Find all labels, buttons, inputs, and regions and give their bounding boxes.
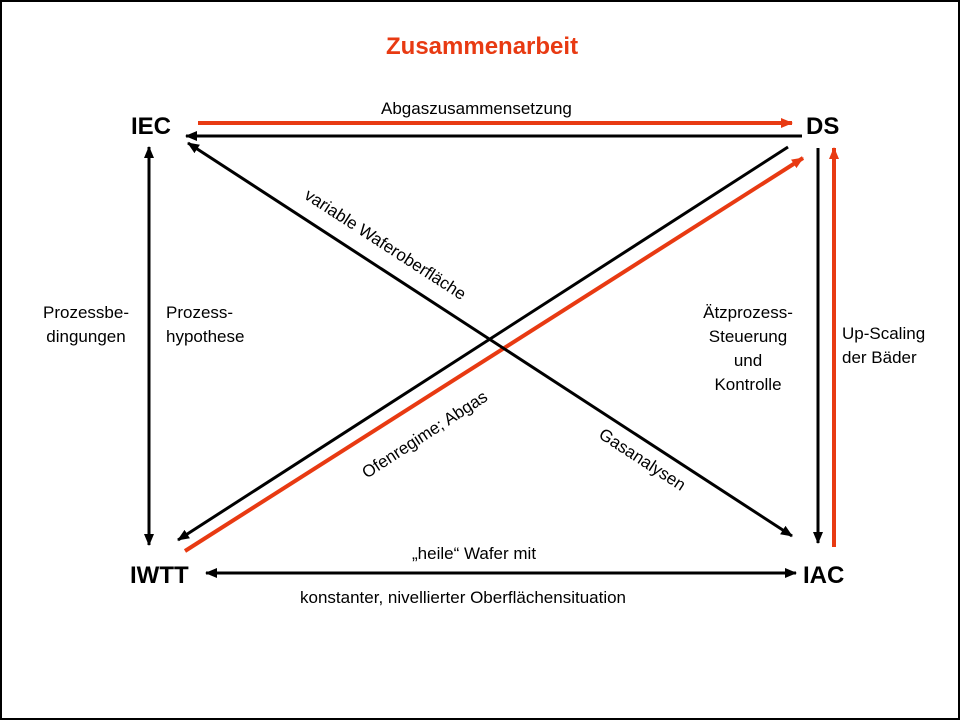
node-iec: IEC [131,113,172,140]
label-abgaszusammensetzung: Abgaszusammensetzung [381,99,572,118]
label-line: Prozessbe- [43,303,129,322]
label-line: Prozess- [166,303,234,322]
label-line: Up-Scaling [842,324,926,343]
label-line: Ätzprozess- [703,303,793,322]
label-aetzprozess-steuerung: Ätzprozess- Steuerung und Kontrolle [686,301,810,397]
label-line: dingungen [46,327,126,346]
label-line: und [733,351,763,370]
label-line: hypothese [166,327,245,346]
node-ds: DS [806,113,840,140]
label-line: Steuerung [708,327,788,346]
label-prozesshypothese: Prozess- hypothese [166,301,244,349]
node-iwtt: IWTT [130,562,189,589]
label-up-scaling: Up-Scaling der Bäder [842,322,925,370]
label-line: Kontrolle [714,375,782,394]
label-oberflaechensituation: konstanter, nivellierter Oberflächensitu… [300,588,627,607]
label-prozessbedingungen: Prozessbe- dingungen [34,301,138,349]
node-iac: IAC [803,562,845,589]
arrow-iec-iac-double [187,141,793,538]
label-heile-wafer: „heile“ Wafer mit [412,544,537,563]
diagram-title: Zusammenarbeit [386,33,579,60]
label-line: der Bäder [842,348,917,367]
